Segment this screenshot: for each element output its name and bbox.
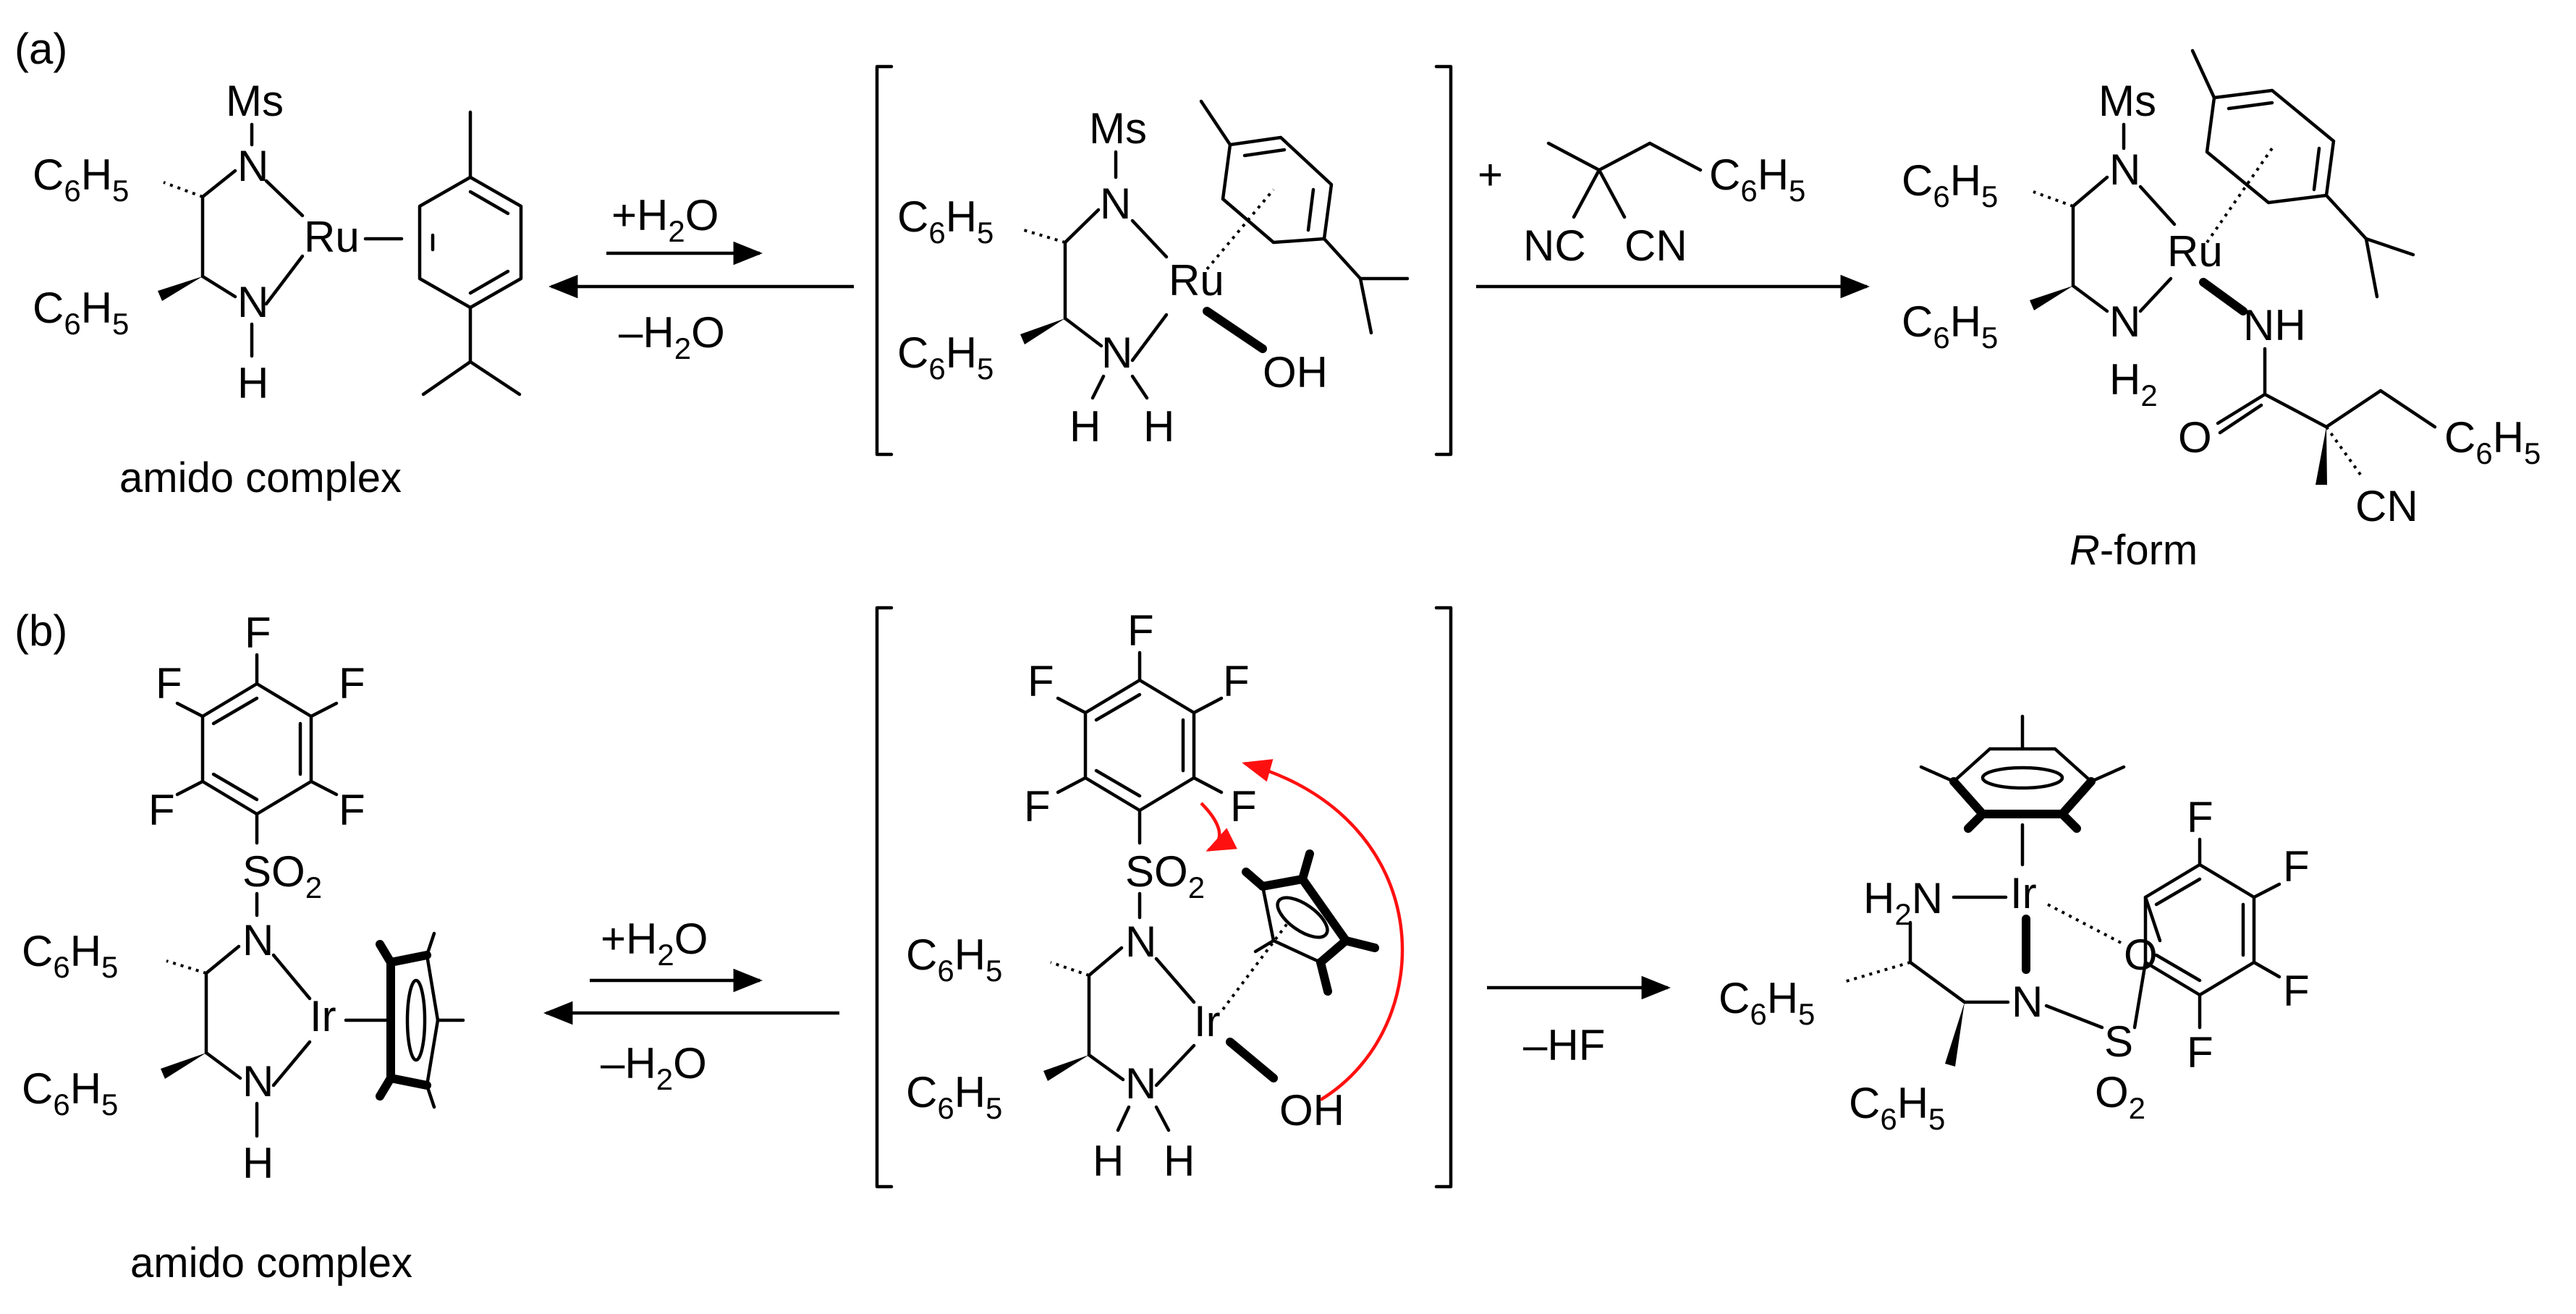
sulfur-label: S xyxy=(2104,1017,2133,1066)
ir-amido-complex: F F F F F SO2 N Ir C6H5 C6H5 N H amido c… xyxy=(22,609,465,1287)
ir-atom: Ir xyxy=(310,992,336,1040)
ir-hydroxo-intermediate: F F F F F SO2 N Ir C6H5 C6H5 N H H OH xyxy=(875,606,1453,1189)
h-atom: H xyxy=(1164,1137,1195,1185)
phenyl-label: C6H5 xyxy=(22,927,118,984)
phenyl-label: C6H5 xyxy=(897,328,993,386)
amido-complex-caption: amido complex xyxy=(130,1239,412,1287)
sulfonyl-label: SO2 xyxy=(242,847,322,904)
phenyl-label: C6H5 xyxy=(1709,151,1805,208)
ir-atom: Ir xyxy=(2010,869,2037,917)
ru-atom: Ru xyxy=(2167,227,2223,276)
ru-hydroxo-intermediate: Ms N Ru C6H5 C6H5 N H H OH xyxy=(875,64,1453,457)
fluoro-label: F xyxy=(2283,842,2310,891)
hydroxo-label: OH xyxy=(1279,1086,1344,1135)
n-atom: N xyxy=(242,916,274,965)
n-atom: N xyxy=(237,278,268,326)
minus-hf-label: –HF xyxy=(1523,1021,1605,1069)
r-form-product: Ms N Ru C6H5 C6H5 N H2 NH O C6H5 CN R-fo… xyxy=(1902,48,2541,574)
phenyl-label: C6H5 xyxy=(1902,297,1998,355)
n-atom: N xyxy=(1100,179,1131,228)
nitrile-label: NC xyxy=(1523,221,1586,270)
plus-water-label: +H2O xyxy=(611,191,719,248)
phenyl-label: C6H5 xyxy=(33,151,129,208)
plus-water-label: +H2O xyxy=(601,915,708,972)
fluoro-label: F xyxy=(2283,967,2310,1015)
phenyl-label: C6H5 xyxy=(1849,1079,1945,1136)
h-atom: H xyxy=(1069,402,1101,451)
fluoro-label: F xyxy=(1127,606,1154,655)
amide-nh-label: NH xyxy=(2243,301,2306,349)
fluoro-label: F xyxy=(339,786,365,834)
fluoro-label: F xyxy=(339,659,365,708)
n-atom: N xyxy=(1125,1059,1156,1108)
fluoro-label: F xyxy=(1024,782,1051,831)
n-atom: N xyxy=(1125,917,1156,966)
n-atom: N xyxy=(2012,978,2043,1026)
hydroxo-label: OH xyxy=(1263,348,1328,397)
mesyl-label: Ms xyxy=(2098,77,2156,125)
fluoro-label: F xyxy=(1223,657,1250,705)
hf-elimination-arrow: –HF xyxy=(1487,975,1672,1069)
fluoro-label: F xyxy=(2187,1028,2213,1077)
n-atom: N xyxy=(242,1057,274,1106)
panel-label-b: (b) xyxy=(14,606,67,655)
ir-aryloxide-product: Ir H2N O N C6H5 C6H5 S O2 F F F F xyxy=(1719,714,2310,1136)
minus-water-label: –H2O xyxy=(601,1039,707,1096)
fluoro-label: F xyxy=(1230,782,1257,831)
plus-sign: + xyxy=(1478,151,1503,199)
fluoro-label: F xyxy=(156,659,182,708)
phenyl-label: C6H5 xyxy=(906,1068,1002,1125)
phenyl-label: C6H5 xyxy=(2444,413,2541,470)
phenyl-label: C6H5 xyxy=(1902,156,1998,213)
phenyl-label: C6H5 xyxy=(906,931,1002,988)
amine-nh2-label: H2N xyxy=(1863,874,1943,931)
amine-nh2-label: H2 xyxy=(2109,355,2158,412)
r-form-caption: R-form xyxy=(2069,527,2198,574)
h-atom: H xyxy=(237,359,268,407)
fluoro-label: F xyxy=(2187,793,2213,842)
n-atom: N xyxy=(2109,145,2140,194)
mesyl-label: Ms xyxy=(1089,104,1147,153)
amine-nh2-label: N xyxy=(2109,297,2140,346)
minus-water-label: –H2O xyxy=(619,308,725,365)
phenyl-label: C6H5 xyxy=(33,284,129,341)
ir-atom: Ir xyxy=(1194,997,1221,1046)
h-atom: H xyxy=(242,1139,274,1187)
n-atom: N xyxy=(237,142,268,190)
fluoro-label: F xyxy=(148,786,175,834)
phenyl-label: C6H5 xyxy=(1719,974,1815,1031)
dinitrile-reagent: + C6H5 NC CN xyxy=(1476,141,1870,299)
amido-complex-caption: amido complex xyxy=(119,454,402,501)
sulfonyl-label: SO2 xyxy=(1125,847,1205,904)
h-atom: H xyxy=(1093,1137,1124,1185)
panel-label-a: (a) xyxy=(14,25,67,73)
sulfonyl-o2-label: O2 xyxy=(2095,1068,2145,1125)
n-atom: N xyxy=(1101,328,1132,377)
mesyl-label: Ms xyxy=(226,77,284,125)
aryloxide-o-label: O xyxy=(2124,931,2158,979)
ru-atom: Ru xyxy=(304,213,360,261)
fluoro-label: F xyxy=(1028,657,1054,705)
equilibrium-arrows-b: +H2O –H2O xyxy=(543,915,839,1096)
phenyl-label: C6H5 xyxy=(22,1064,118,1122)
nitrile-label: CN xyxy=(2355,482,2418,530)
fluoro-label: F xyxy=(245,609,271,657)
carbonyl-o-label: O xyxy=(2178,413,2212,462)
h-atom: H xyxy=(1143,402,1174,451)
nitrile-label: CN xyxy=(1624,221,1687,270)
equilibrium-arrows-a: +H2O –H2O xyxy=(548,191,854,365)
ru-amido-complex: Ms N N H Ru C6H5 C6H5 amido complex xyxy=(33,77,523,501)
phenyl-label: C6H5 xyxy=(897,192,993,250)
ru-atom: Ru xyxy=(1169,256,1224,305)
